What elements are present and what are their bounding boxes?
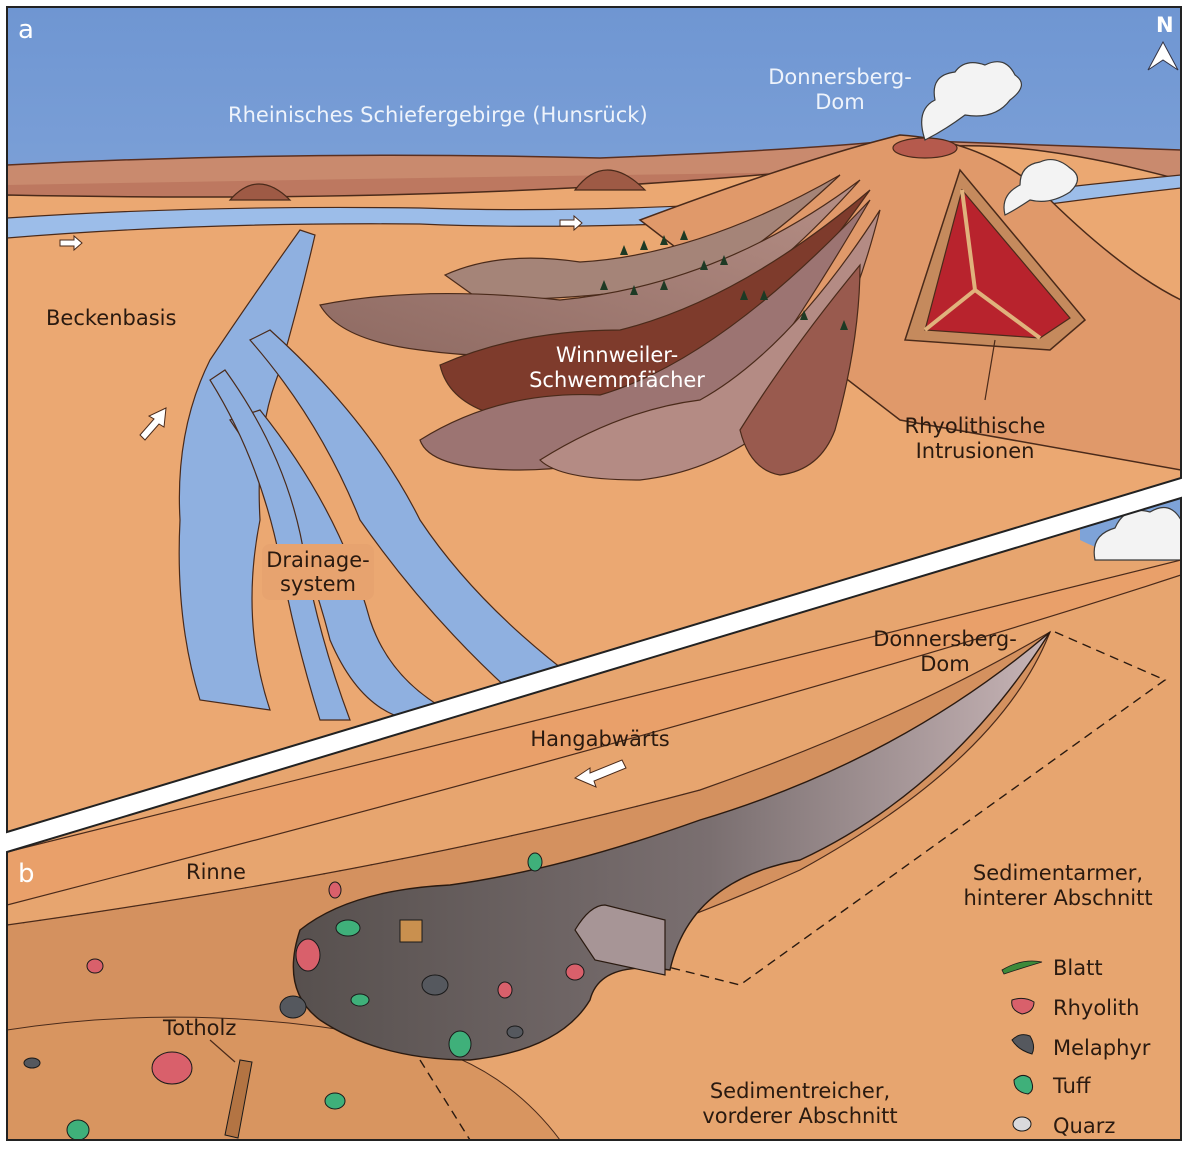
label-schiefergebirge: Rheinisches Schiefergebirge (Hunsrück) <box>228 103 648 127</box>
panel-b-letter: b <box>18 859 35 889</box>
quartz-clast-icon <box>1013 1117 1031 1131</box>
label-drainage-2: system <box>280 572 356 596</box>
label-sedimentarm-2: hinterer Abschnitt <box>963 886 1152 910</box>
label-fan-2: Schwemmfächer <box>529 368 705 392</box>
panel-a-letter: a <box>18 15 34 45</box>
label-totholz: Totholz <box>162 1016 236 1040</box>
label-drainage-1: Drainage- <box>266 548 370 572</box>
north-label: N <box>1156 13 1174 37</box>
label-rinne: Rinne <box>186 860 246 884</box>
label-fan-1: Winnweiler- <box>556 343 678 367</box>
legend-label: Quarz <box>1053 1114 1115 1138</box>
label-rhyolith-2: Intrusionen <box>916 439 1035 463</box>
legend-label: Rhyolith <box>1053 996 1139 1020</box>
label-donnersberg-b-1: Donnersberg- <box>873 627 1017 651</box>
legend-label: Tuff <box>1052 1074 1091 1098</box>
label-donnersberg-a-1: Donnersberg- <box>768 65 912 89</box>
label-donnersberg-a-2: Dom <box>815 90 864 114</box>
label-rhyolith-1: Rhyolithische <box>905 414 1046 438</box>
label-sedimentarm-1: Sedimentarmer, <box>973 861 1143 885</box>
label-hangabwaerts: Hangabwärts <box>530 727 669 751</box>
label-sedimentreich-2: vorderer Abschnitt <box>702 1104 897 1128</box>
legend-label: Melaphyr <box>1053 1036 1151 1060</box>
legend-label: Blatt <box>1053 956 1103 980</box>
label-donnersberg-b-2: Dom <box>920 652 969 676</box>
label-beckenbasis: Beckenbasis <box>46 306 176 330</box>
label-sedimentreich-1: Sedimentreicher, <box>710 1079 890 1103</box>
